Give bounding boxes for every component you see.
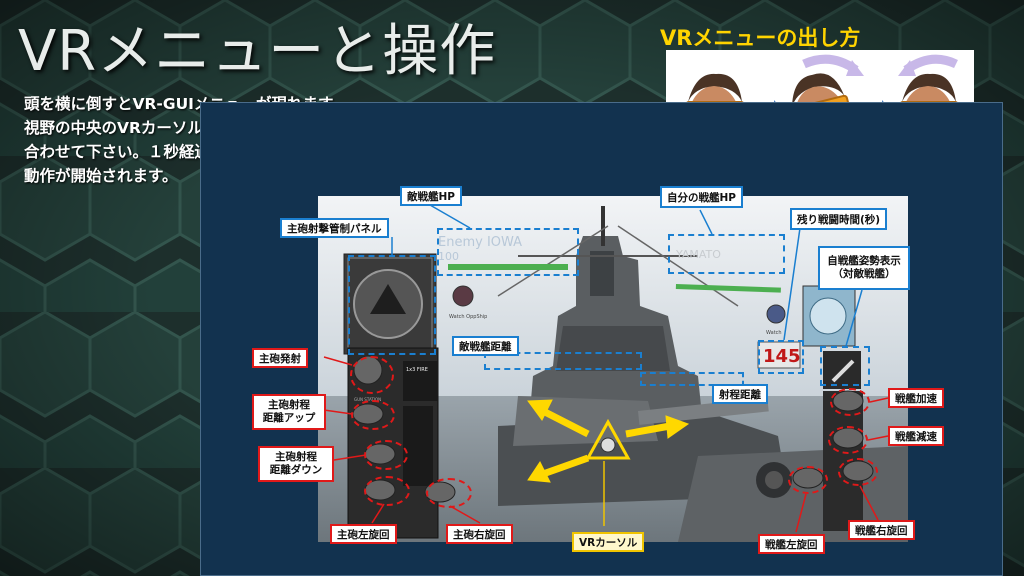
vr-cursor-icon <box>585 418 631 460</box>
watch-opp-ship-text: Watch OppShip <box>449 314 487 320</box>
label-range-up-line: 主砲射程 <box>268 399 310 411</box>
label-ship-decel: 戦艦減速 <box>888 426 944 446</box>
label-attitude: 自戦艦姿勢表示 （対敵戦艦） <box>818 246 910 290</box>
label-ship-accel: 戦艦加速 <box>888 388 944 408</box>
watch-text: Watch <box>766 330 782 336</box>
enemy-name: Enemy IOWA <box>438 235 522 250</box>
page-title: VRメニューと操作 <box>18 19 497 84</box>
ship-decel-highlight <box>828 426 868 454</box>
enemy-hp-bar <box>448 264 568 270</box>
ship-accel-highlight <box>830 388 870 416</box>
label-attitude-line: 自戦艦姿勢表示 <box>827 255 901 267</box>
label-vr-cursor: VRカーソル <box>572 532 645 552</box>
label-enemy-hp: 敵戦艦HP <box>400 186 462 206</box>
ship-left-highlight <box>788 466 828 494</box>
own-hp-highlight <box>668 234 785 274</box>
label-turret-left: 主砲左旋回 <box>330 524 397 544</box>
label-turret-right: 主砲右旋回 <box>446 524 513 544</box>
label-range-distance: 射程距離 <box>712 384 768 404</box>
label-gun-panel: 主砲射撃管制パネル <box>280 218 389 238</box>
enemy-distance-highlight <box>484 352 642 370</box>
fire-text: 1x3 FIRE <box>406 367 428 373</box>
own-hp-bar <box>675 284 781 293</box>
enemy-hp-highlight <box>437 228 579 276</box>
own-ship-name: YAMATO <box>675 248 721 261</box>
label-range-down-line: 距離ダウン <box>269 464 323 476</box>
label-remaining-time: 残り戦闘時間(秒) <box>790 208 888 230</box>
label-main-fire: 主砲発射 <box>252 348 308 368</box>
label-own-hp: 自分の戦艦HP <box>660 186 743 208</box>
cursor-arrows <box>527 399 690 526</box>
label-range-up: 主砲射程 距離アップ <box>252 394 326 430</box>
label-enemy-distance: 敵戦艦距離 <box>452 336 519 356</box>
range-distance-highlight <box>640 372 744 386</box>
ship-right-highlight <box>838 458 878 486</box>
gun-station-text: GUN STATION <box>354 397 381 402</box>
label-ship-right: 戦艦右旋回 <box>848 520 915 540</box>
howto-title: VRメニューの出し方 <box>660 26 861 50</box>
main-fire-highlight <box>350 356 394 394</box>
watch-button <box>766 304 786 324</box>
watch-opp-ship-button <box>452 285 474 307</box>
remaining-time-value: 145 <box>763 346 801 367</box>
range-up-highlight <box>351 400 395 430</box>
label-range-down-line: 主砲射程 <box>275 451 317 463</box>
description-line: 動作が開始されます。 <box>24 167 178 185</box>
turret-left-highlight <box>364 476 410 506</box>
label-ship-left: 戦艦左旋回 <box>758 534 825 554</box>
remaining-time-highlight <box>758 340 804 374</box>
enemy-hp-value: 100 <box>438 250 459 263</box>
label-range-down: 主砲射程 距離ダウン <box>258 446 334 482</box>
label-range-up-line: 距離アップ <box>262 412 316 424</box>
attitude-highlight <box>820 346 870 386</box>
turret-right-highlight <box>426 478 472 508</box>
label-attitude-line: （対敵戦艦） <box>832 268 896 280</box>
